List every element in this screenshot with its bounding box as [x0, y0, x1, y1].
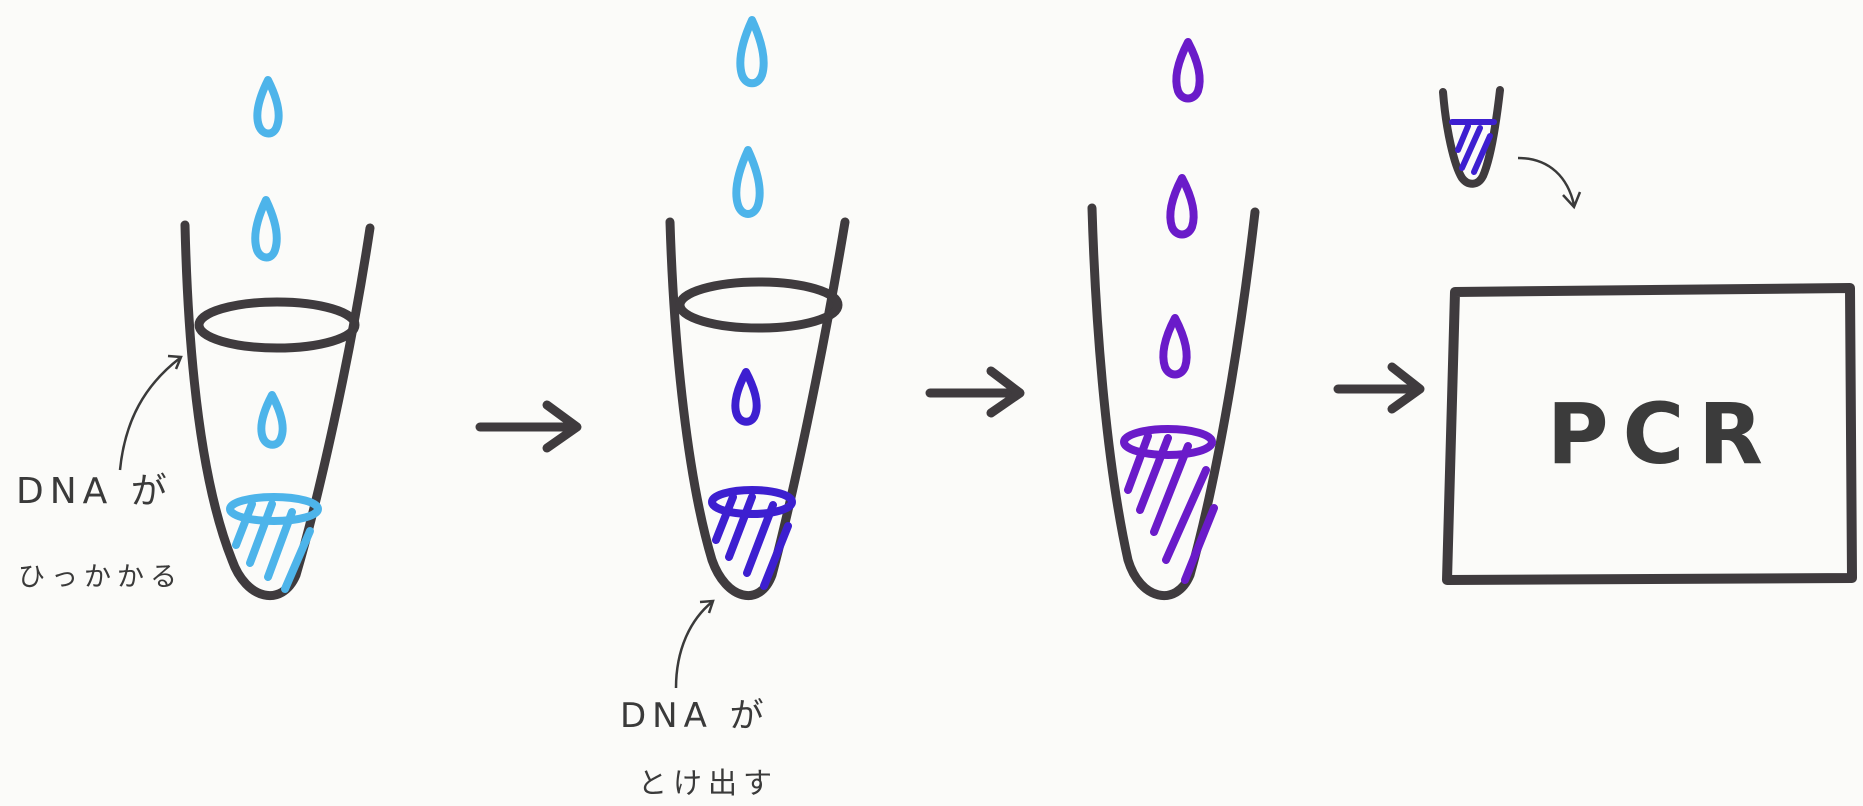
curved-arrow-icon — [120, 358, 180, 470]
arrow-right-icon — [930, 371, 1020, 413]
step1-label-line2: ひっかかる — [18, 562, 183, 593]
drop-icon — [1170, 178, 1193, 235]
drop-icon — [736, 150, 759, 214]
drop-icon — [740, 20, 763, 83]
step1-label-line1: DNA が — [16, 471, 173, 512]
drop-icon — [255, 200, 276, 258]
drop-icon — [261, 395, 282, 445]
curved-arrow-icon — [676, 602, 712, 688]
drop-icon — [1176, 42, 1199, 99]
filter-membrane-icon — [680, 282, 838, 328]
liquid-fill — [712, 490, 792, 586]
liquid-fill — [1124, 429, 1214, 580]
drop-icon — [1163, 318, 1186, 375]
filter-membrane-icon — [199, 302, 355, 348]
step2-label-line2: とけ出す — [638, 766, 778, 800]
arrow-right-icon — [1338, 367, 1420, 409]
small-tube-icon — [1443, 90, 1500, 184]
drop-icon — [735, 372, 756, 422]
step2-label-line1: DNA が — [620, 696, 770, 736]
step2-group: DNA が とけ出す — [620, 20, 845, 800]
step4-group: PCR — [1443, 90, 1852, 580]
pcr-label: PCR — [1547, 385, 1777, 483]
step1-group: DNA が ひっかかる — [16, 80, 370, 596]
arrow-right-icon — [480, 405, 577, 448]
drop-icon — [257, 80, 278, 134]
step3-group — [1092, 42, 1255, 596]
